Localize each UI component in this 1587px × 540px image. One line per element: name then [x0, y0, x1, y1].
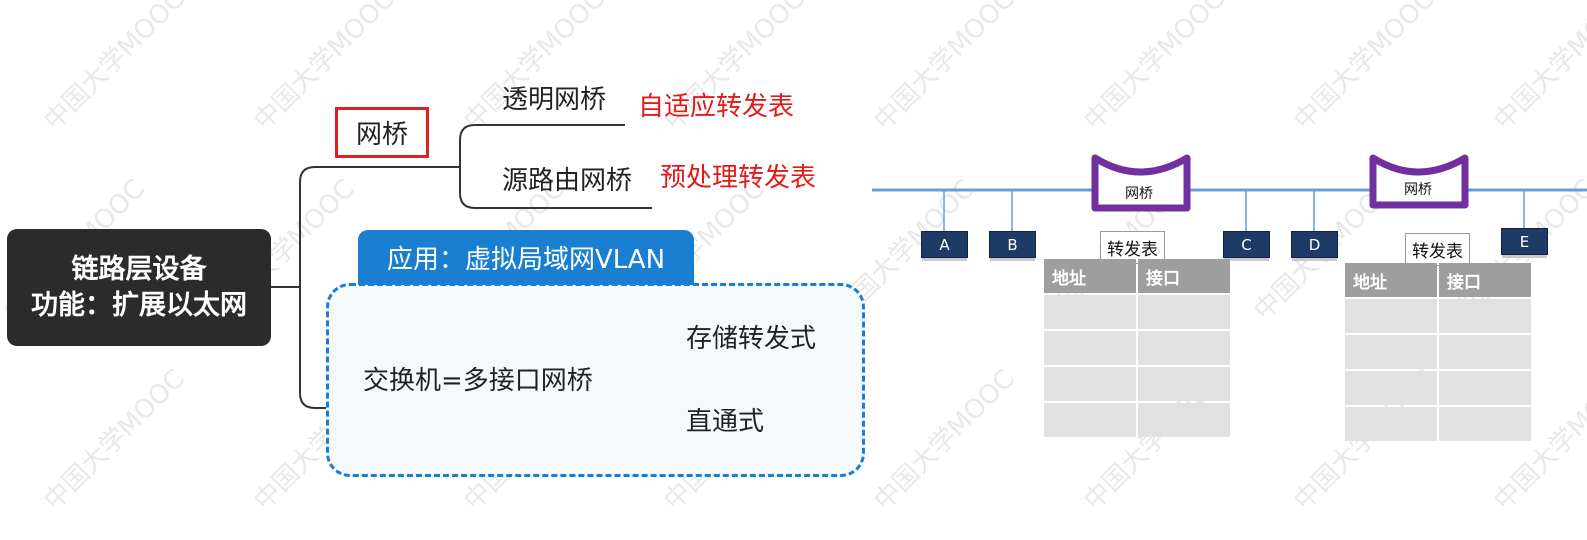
host-c: C	[1223, 231, 1270, 258]
root-node: 链路层设备 功能：扩展以太网	[7, 229, 271, 346]
table-header-address: 地址	[1345, 263, 1437, 297]
table-row	[1044, 403, 1230, 437]
source-route-bridge-label: 源路由网桥	[502, 166, 633, 196]
switch-label: 交换机=多接口网桥	[363, 366, 593, 396]
table-header-interface: 接口	[1439, 263, 1531, 297]
bridge-node: 网桥	[335, 107, 430, 158]
vlan-container	[326, 283, 865, 477]
host-e: E	[1501, 228, 1548, 255]
source-route-bridge-note: 预处理转发表	[660, 163, 817, 193]
host-a: A	[921, 231, 968, 258]
table-row	[1345, 407, 1531, 441]
root-line1: 链路层设备	[71, 253, 207, 285]
table-row	[1044, 295, 1230, 329]
host-b: B	[989, 231, 1036, 258]
bridge-2-label: 网桥	[1404, 182, 1432, 198]
transparent-bridge-label: 透明网桥	[502, 85, 607, 115]
table-row	[1044, 331, 1230, 365]
table-header-interface: 接口	[1138, 259, 1230, 293]
forwarding-table-1-title: 转发表	[1100, 231, 1165, 264]
bridge-1-shape	[1091, 154, 1191, 212]
bridge-2-shape	[1369, 154, 1469, 209]
table-row	[1345, 299, 1531, 333]
forwarding-table-1: 地址 接口	[1042, 257, 1232, 439]
store-and-forward-label: 存储转发式	[686, 324, 817, 354]
forwarding-table-2: 地址 接口	[1343, 261, 1533, 443]
table-row	[1044, 367, 1230, 401]
bridge-1-label: 网桥	[1125, 186, 1153, 202]
vlan-tab: 应用：虚拟局域网VLAN	[358, 230, 694, 285]
transparent-bridge-note: 自适应转发表	[638, 92, 795, 122]
table-header-address: 地址	[1044, 259, 1136, 293]
root-line2: 功能：扩展以太网	[31, 289, 247, 321]
forwarding-table-2-title: 转发表	[1405, 233, 1470, 266]
host-d: D	[1291, 231, 1338, 258]
table-row	[1345, 371, 1531, 405]
cut-through-label: 直通式	[686, 407, 765, 437]
table-row	[1345, 335, 1531, 369]
